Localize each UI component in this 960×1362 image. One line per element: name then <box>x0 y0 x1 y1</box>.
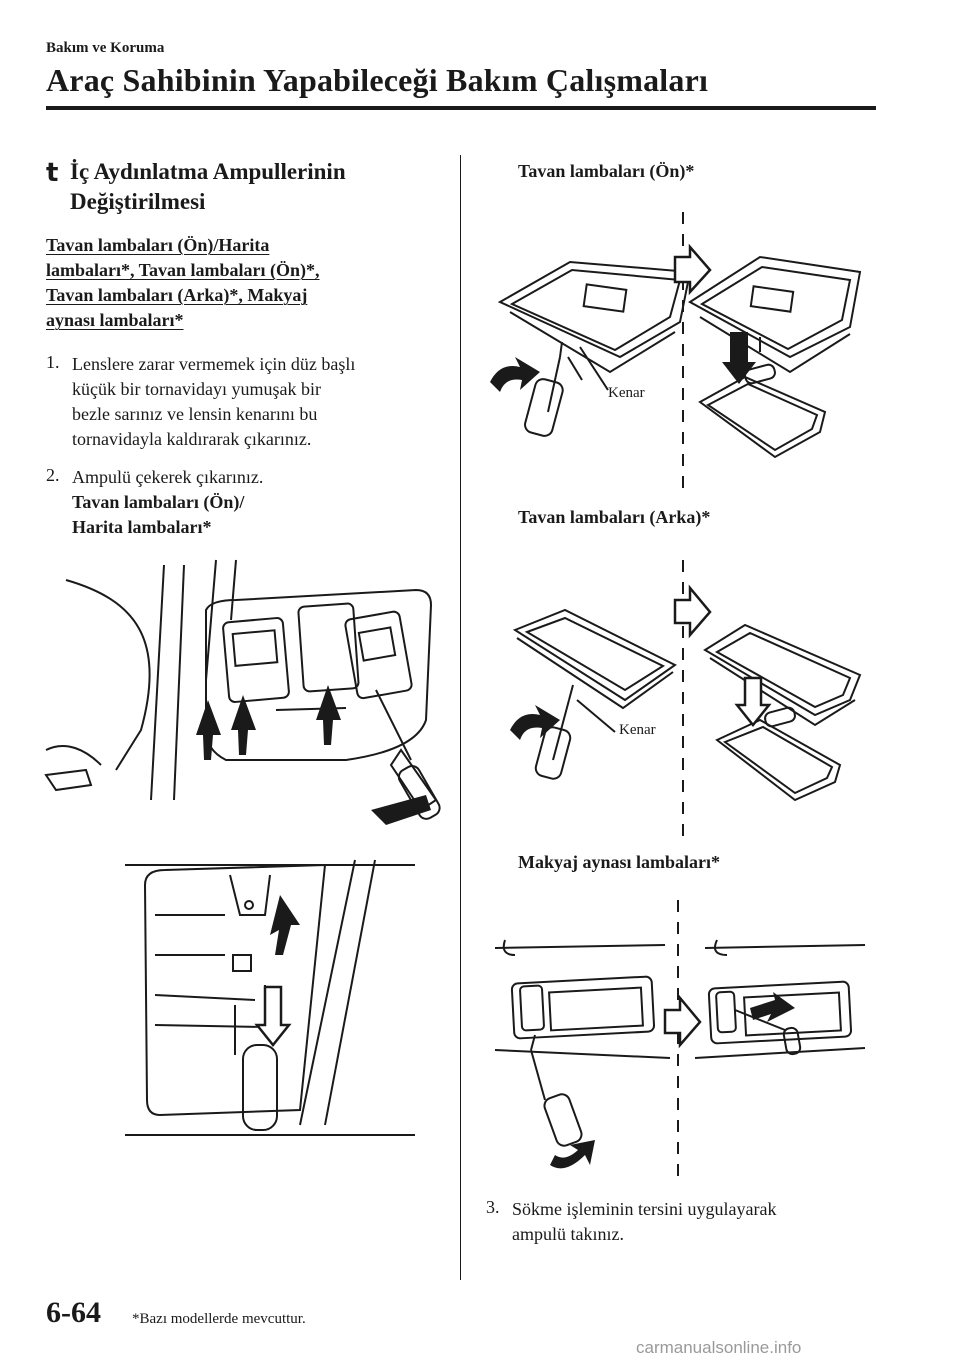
step-2-line: Ampulü çekerek çıkarınız. <box>72 467 264 487</box>
overhead-console-illustration <box>44 559 441 825</box>
step-1-line: bezle sarınız ve lensin kenarını bu <box>72 404 318 424</box>
callout-edge-rear: Kenar <box>619 722 656 738</box>
step-2-number: 2. <box>46 465 60 485</box>
step-2-sub-line1: Tavan lambaları (Ön)/ <box>72 492 245 512</box>
step-3-line: Sökme işleminin tersini uygulayarak <box>512 1199 777 1219</box>
section-marker: t <box>46 158 59 188</box>
step-2-text: Ampulü çekerek çıkarınız. <box>72 465 452 490</box>
subheading-line3: Tavan lambaları (Arka)*, Makyaj <box>46 285 308 305</box>
step-2-sub-line2: Harita lambaları* <box>72 517 212 537</box>
subheading-line4: aynası lambaları* <box>46 310 184 330</box>
section-label: Bakım ve Koruma <box>46 40 165 56</box>
heading-front-lamps: Tavan lambaları (Ön)* <box>518 161 695 181</box>
step-1-line: Lenslere zarar vermemek için düz başlı <box>72 354 356 374</box>
callout-edge-front: Kenar <box>608 385 645 401</box>
column-divider <box>460 155 461 1280</box>
subheading-line2: lambaları*, Tavan lambaları (Ön)*, <box>46 260 320 280</box>
heading-vanity-lamps: Makyaj aynası lambaları* <box>518 852 721 872</box>
step-1-text: Lenslere zarar vermemek için düz başlı k… <box>72 352 452 452</box>
subheading: Tavan lambaları (Ön)/Harita lambaları*, … <box>46 233 446 333</box>
title-rule <box>46 106 876 110</box>
heading-rear-lamps: Tavan lambaları (Arka)* <box>518 507 711 527</box>
step-3-line: ampulü takınız. <box>512 1224 624 1244</box>
step-1-line: küçük bir tornavidayı yumuşak bir <box>72 379 321 399</box>
vanity-lamp-illustration <box>494 900 866 1185</box>
step-1-line: tornavidayla kaldırarak çıkarınız. <box>72 429 312 449</box>
rear-lamp-illustration <box>510 560 862 845</box>
section-title-line1: İç Aydınlatma Ampullerinin <box>70 159 346 184</box>
section-title-line2: Değiştirilmesi <box>70 189 206 214</box>
page-number: 6-64 <box>46 1296 101 1329</box>
subheading-line1: Tavan lambaları (Ön)/Harita <box>46 235 270 255</box>
section-title: İç Aydınlatma Ampullerinin Değiştirilmes… <box>70 157 440 217</box>
front-lamp-illustration <box>490 212 862 497</box>
watermark: carmanualsonline.info <box>636 1338 802 1357</box>
bulb-removal-illustration <box>125 859 415 1136</box>
step-2-subheading: Tavan lambaları (Ön)/ Harita lambaları* <box>72 490 452 540</box>
step-1-number: 1. <box>46 352 60 372</box>
chapter-title: Araç Sahibinin Yapabileceği Bakım Çalışm… <box>46 62 709 98</box>
step-3-text: Sökme işleminin tersini uygulayarak ampu… <box>512 1197 882 1247</box>
footnote: *Bazı modellerde mevcuttur. <box>132 1311 306 1327</box>
step-3-number: 3. <box>486 1197 500 1217</box>
